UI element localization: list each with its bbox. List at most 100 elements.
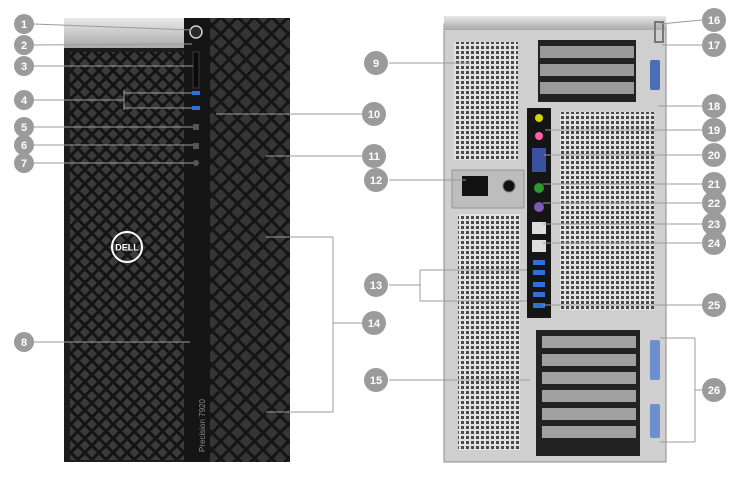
front-left-mesh (70, 52, 184, 460)
rear-top-cap (444, 16, 666, 30)
callout-17: 17 (702, 33, 726, 57)
svg-text:24: 24 (708, 238, 721, 250)
dell-logo-icon (111, 231, 143, 263)
optical-drive-slot (192, 51, 200, 89)
lower-left-vent (458, 214, 520, 450)
callout-22: 22 (702, 191, 726, 215)
serial-port-icon (532, 148, 546, 172)
callout-18: 18 (702, 94, 726, 118)
psu-test-button-icon (502, 179, 516, 193)
expansion-slot-cover (542, 336, 636, 348)
svg-text:9: 9 (373, 58, 379, 70)
cover-latch-icon (650, 60, 660, 90)
callout-21: 21 (702, 172, 726, 196)
callout-6: 6 (14, 135, 34, 155)
dell-logo-text: DELL (115, 243, 139, 253)
upper-slot-cover (540, 82, 634, 94)
svg-text:14: 14 (368, 318, 381, 330)
svg-text:5: 5 (21, 122, 27, 134)
callout-2: 2 (14, 35, 34, 55)
rear-fan-vent (560, 112, 654, 310)
front-top-cap (64, 18, 190, 48)
callout-9: 9 (364, 51, 388, 75)
usb-port-icon (533, 303, 545, 308)
callout-16: 16 (702, 8, 726, 32)
ps2-mouse-icon (534, 183, 544, 193)
expansion-slot-cover (542, 426, 636, 438)
upper-slot-cover (540, 64, 634, 76)
svg-text:6: 6 (21, 140, 27, 152)
callout-19: 19 (702, 118, 726, 142)
audio-mic-icon (535, 132, 543, 140)
svg-text:13: 13 (370, 280, 382, 292)
ethernet-port-icon (532, 240, 546, 252)
expansion-slot-cover (542, 354, 636, 366)
power-button-icon (189, 25, 203, 39)
svg-text:20: 20 (708, 150, 720, 162)
usb3-port-icon (192, 91, 200, 95)
callout-3: 3 (14, 56, 34, 76)
upper-slot-cover (540, 46, 634, 58)
audio-line-in-icon (535, 114, 543, 122)
usb-port-icon (533, 292, 545, 297)
callout-11: 11 (362, 144, 386, 168)
svg-text:15: 15 (370, 375, 382, 387)
callout-10: 10 (362, 102, 386, 126)
callout-14: 14 (362, 311, 386, 335)
svg-text:3: 3 (21, 61, 27, 73)
svg-text:18: 18 (708, 101, 720, 113)
usb-c-port-icon (193, 124, 199, 130)
callout-7: 7 (14, 153, 34, 173)
svg-text:11: 11 (368, 151, 380, 163)
expansion-slot-cover (542, 372, 636, 384)
svg-text:17: 17 (708, 40, 720, 52)
callout-24: 24 (702, 231, 726, 255)
callout-12: 12 (364, 168, 388, 192)
callout-25: 25 (702, 293, 726, 317)
headset-jack-icon (193, 160, 199, 166)
ps2-keyboard-icon (534, 202, 544, 212)
svg-text:21: 21 (708, 179, 720, 191)
svg-text:7: 7 (21, 158, 27, 170)
svg-text:26: 26 (708, 385, 720, 397)
svg-text:25: 25 (708, 300, 720, 312)
usb-port-icon (533, 260, 545, 265)
svg-text:19: 19 (708, 125, 720, 137)
front-view: DELL Precision 7920 (64, 18, 290, 462)
model-label: Precision 7920 (198, 399, 207, 452)
front-right-mesh (210, 18, 290, 462)
psu-vent (454, 42, 518, 160)
callout-4: 4 (14, 90, 34, 110)
svg-text:1: 1 (21, 19, 27, 31)
padlock-ring-icon (654, 21, 664, 43)
callout-15: 15 (364, 368, 388, 392)
svg-text:10: 10 (368, 109, 380, 121)
svg-text:2: 2 (21, 40, 27, 52)
svg-text:8: 8 (21, 337, 27, 349)
leader-lines (33, 19, 703, 443)
svg-text:23: 23 (708, 219, 720, 231)
usb-port-icon (533, 270, 545, 275)
usb3-port-icon (192, 106, 200, 110)
callout-badges: 1 2 3 4 5 6 7 8 9 10 11 12 13 14 15 16 1… (14, 8, 726, 402)
callout-26: 26 (702, 378, 726, 402)
power-inlet-icon (462, 176, 488, 196)
callout-20: 20 (702, 143, 726, 167)
expansion-slot-cover (542, 408, 636, 420)
svg-text:16: 16 (708, 15, 720, 27)
callout-13: 13 (364, 273, 388, 297)
callout-5: 5 (14, 117, 34, 137)
card-clip-icon (650, 404, 660, 438)
usb-c-port-icon (193, 143, 199, 149)
callout-8: 8 (14, 332, 34, 352)
callout-1: 1 (14, 14, 34, 34)
svg-text:4: 4 (21, 95, 28, 107)
svg-text:22: 22 (708, 198, 720, 210)
expansion-slot-cover (542, 390, 636, 402)
card-clip-icon (650, 340, 660, 380)
svg-text:12: 12 (370, 175, 382, 187)
rear-view (443, 16, 667, 463)
callout-23: 23 (702, 212, 726, 236)
